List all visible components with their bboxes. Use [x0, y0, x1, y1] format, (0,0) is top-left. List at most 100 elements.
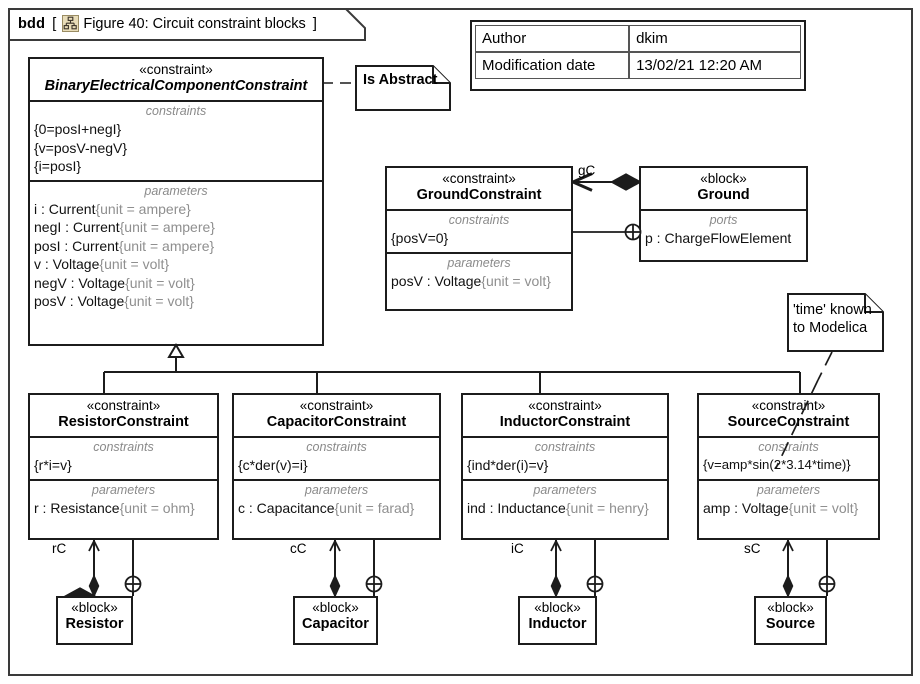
- block-name: Resistor: [65, 616, 124, 632]
- constraint-item: {r*i=v}: [34, 457, 72, 473]
- parameter-item: posV : Voltage{unit = volt}: [34, 293, 194, 309]
- compartment-constraints: constraints {v=amp*sin(2*3.14*time)}: [699, 436, 878, 479]
- block-source[interactable]: «block» Source: [754, 596, 827, 645]
- block-ground-constraint[interactable]: «constraint» GroundConstraint constraint…: [385, 166, 573, 311]
- block-name: InductorConstraint: [499, 414, 631, 430]
- constraint-item: {c*der(v)=i}: [238, 457, 308, 473]
- connector-label-rc: rC: [52, 541, 67, 556]
- compartment-parameters: parameters c : Capacitance{unit = farad}: [234, 478, 439, 522]
- table-row: Author dkim: [475, 25, 801, 52]
- block-name: Inductor: [528, 616, 587, 632]
- stereotype-label: «constraint»: [139, 62, 213, 77]
- connector-label-gc: gC: [578, 163, 596, 178]
- compartment-title-parameters: parameters: [91, 482, 156, 497]
- stereotype-label: «constraint»: [751, 398, 826, 413]
- connector-label-cc: cC: [290, 541, 307, 556]
- note-text: Is Abstract: [363, 72, 438, 88]
- block-capacitor[interactable]: «block» Capacitor: [293, 596, 378, 645]
- stereotype-label: «constraint»: [299, 398, 374, 413]
- compartment-title-parameters: parameters: [447, 255, 511, 270]
- block-binary-electrical-component-constraint[interactable]: «constraint» BinaryElectricalComponentCo…: [28, 57, 324, 346]
- table-row: Modification date 13/02/21 12:20 AM: [475, 52, 801, 79]
- metadata-label-modification-date: Modification date: [475, 52, 630, 79]
- parameter-item: r : Resistance{unit = ohm}: [34, 499, 195, 516]
- compartment-parameters: parameters ind : Inductance{unit = henry…: [463, 478, 667, 522]
- parameter-item: v : Voltage{unit = volt}: [34, 256, 170, 272]
- compartment-title-parameters: parameters: [756, 482, 821, 497]
- bdd-diagram-icon: [62, 15, 80, 32]
- compartment-parameters: parameters amp : Voltage{unit = volt}: [699, 478, 878, 522]
- compartment-title-parameters: parameters: [304, 482, 369, 497]
- constraint-item: {0=posI+negI}: [34, 121, 122, 137]
- connector-label-ic: iC: [511, 541, 524, 556]
- compartment-title-parameters: parameters: [144, 183, 208, 198]
- compartment-title-ports: ports: [709, 213, 738, 227]
- block-resistor[interactable]: «block» Resistor: [56, 596, 133, 645]
- compartment-constraints: constraints {r*i=v}: [30, 436, 217, 479]
- diagram-header-tab-shape: [8, 8, 366, 41]
- block-header: «block» Capacitor: [295, 598, 376, 638]
- block-header: «constraint» BinaryElectricalComponentCo…: [30, 59, 322, 100]
- note-line-1: 'time' known: [793, 302, 872, 318]
- stereotype-label: «block»: [534, 600, 581, 615]
- stereotype-label: «constraint»: [86, 398, 161, 413]
- parameter-item: negI : Current{unit = ampere}: [34, 219, 215, 235]
- compartment-parameters: parameters posV : Voltage{unit = volt}: [387, 251, 571, 295]
- compartment-title-constraints: constraints: [534, 440, 596, 454]
- compartment-constraints: constraints {posV=0}: [387, 209, 571, 252]
- block-header: «block» Ground: [641, 168, 806, 209]
- compartment-title-constraints: constraints: [758, 440, 819, 454]
- parameter-item: amp : Voltage{unit = volt}: [703, 499, 859, 516]
- parameter-item: posV : Voltage{unit = volt}: [391, 272, 551, 289]
- compartment-constraints: constraints {0=posI+negI} {v=posV-negV} …: [30, 100, 322, 180]
- block-header: «constraint» GroundConstraint: [387, 168, 571, 209]
- block-header: «constraint» ResistorConstraint: [30, 395, 217, 436]
- compartment-title-constraints: constraints: [448, 213, 510, 227]
- note-text: 'time' known to Modelica: [787, 293, 884, 345]
- constraint-item: {v=posV-negV}: [34, 139, 128, 156]
- block-header: «constraint» SourceConstraint: [699, 395, 878, 436]
- compartment-parameters: parameters r : Resistance{unit = ohm}: [30, 478, 217, 522]
- block-header: «block» Source: [756, 598, 825, 638]
- block-name: Capacitor: [302, 616, 369, 632]
- parameter-item: negV : Voltage{unit = volt}: [34, 274, 195, 291]
- block-name: SourceConstraint: [727, 414, 850, 430]
- block-header: «block» Inductor: [520, 598, 595, 638]
- compartment-ports: ports p : ChargeFlowElement: [641, 209, 806, 252]
- metadata-label-author: Author: [475, 25, 630, 52]
- note-is-abstract: Is Abstract: [355, 65, 451, 111]
- block-name: Source: [765, 616, 816, 632]
- stereotype-label: «block»: [767, 600, 814, 615]
- block-name: BinaryElectricalComponentConstraint: [44, 78, 308, 94]
- constraint-item: {posV=0}: [391, 230, 449, 246]
- block-header: «constraint» InductorConstraint: [463, 395, 667, 436]
- diagram-header-tab: bdd [ Figure 40: Circuit constraint bloc…: [8, 8, 358, 39]
- stereotype-label: «constraint»: [528, 398, 602, 413]
- compartment-title-constraints: constraints: [306, 440, 367, 454]
- block-ground[interactable]: «block» Ground ports p : ChargeFlowEleme…: [639, 166, 808, 262]
- diagram-title: Figure 40: Circuit constraint blocks: [83, 15, 306, 32]
- compartment-parameters: parameters i : Current{unit = ampere} ne…: [30, 179, 322, 315]
- diagram-kind-label: bdd: [18, 15, 46, 32]
- is-abstract-anchor: [322, 82, 358, 84]
- block-name: CapacitorConstraint: [266, 414, 407, 430]
- parameter-item: ind : Inductance{unit = henry}: [467, 499, 649, 516]
- port-item: p : ChargeFlowElement: [645, 230, 792, 246]
- diagram-metadata-table: Author dkim Modification date 13/02/21 1…: [470, 20, 806, 91]
- block-header: «block» Resistor: [58, 598, 131, 638]
- bracket-open: [: [52, 15, 57, 32]
- stereotype-label: «block»: [700, 171, 747, 186]
- block-resistor-constraint[interactable]: «constraint» ResistorConstraint constrai…: [28, 393, 219, 540]
- metadata-value-modification-date: 13/02/21 12:20 AM: [629, 52, 801, 79]
- block-inductor-constraint[interactable]: «constraint» InductorConstraint constrai…: [461, 393, 669, 540]
- parameter-item: posI : Current{unit = ampere}: [34, 237, 215, 254]
- block-source-constraint[interactable]: «constraint» SourceConstraint constraint…: [697, 393, 880, 540]
- note-line-2: to Modelica: [793, 320, 868, 336]
- stereotype-label: «block»: [71, 600, 118, 615]
- compartment-constraints: constraints {c*der(v)=i}: [234, 436, 439, 479]
- stereotype-label: «block»: [312, 600, 359, 615]
- connector-label-sc: sC: [744, 541, 761, 556]
- block-inductor[interactable]: «block» Inductor: [518, 596, 597, 645]
- block-capacitor-constraint[interactable]: «constraint» CapacitorConstraint constra…: [232, 393, 441, 540]
